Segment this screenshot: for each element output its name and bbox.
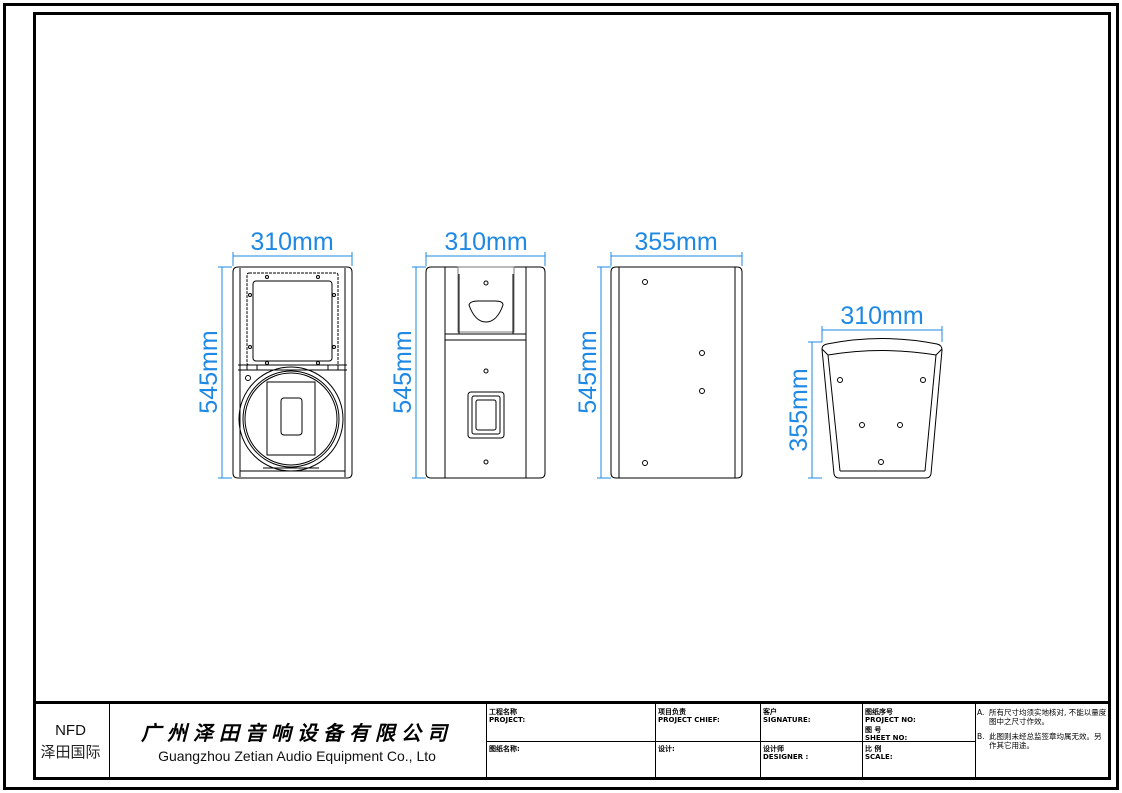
back-height-label: 545mm [389,330,417,413]
company-name-cn: 广州泽田音响设备有限公司 [141,721,453,745]
project-label-en: PROJECT: [489,716,526,724]
drawing-name-field: 图纸名称: [489,745,520,753]
drawing-name-label: 图纸名称: [489,745,520,753]
scale-label-cn: 比 例 [865,745,882,753]
signature-label-en: SIGNATURE: [763,716,811,724]
design-label: 设计: [658,745,675,753]
project-chief-field: 项目负责 PROJECT CHIEF: [658,708,720,724]
project-no-label-cn: 图纸序号 [865,708,893,716]
client-label-cn: 客户 [763,708,777,716]
scale-field: 比 例 SCALE: [865,745,893,761]
top-view [808,326,943,479]
project-field: 工程名称 PROJECT: [489,708,525,724]
sheet-label-cn: 图 号 [865,726,882,734]
designer-label-cn: 设计师 [763,745,784,753]
designer-field: 设计师 DESIGNER : [763,745,808,761]
outer-frame [3,3,1119,790]
brand-cell: NFD 泽田国际 [33,704,108,780]
top-depth-label: 355mm [785,368,813,451]
front-view [218,252,353,479]
note-b: B. 此图则未经总监签章均属无效。另作其它用途。 [977,732,1107,750]
front-width-label: 310mm [250,228,333,256]
project-chief-label-en: PROJECT CHIEF: [658,716,720,724]
sheet-label-en: SHEET NO: [865,734,908,742]
top-width-label: 310mm [840,302,923,330]
title-block: NFD 泽田国际 广州泽田音响设备有限公司 Guangzhou Zetian A… [33,701,1111,780]
back-width-label: 310mm [444,228,527,256]
drawing-frame [33,12,1111,780]
project-no-label-en: PROJECT NO: [865,716,916,724]
scale-label-en: SCALE: [865,753,893,761]
client-field: 客户 SIGNATURE: [763,708,811,724]
note-key: B. [977,732,985,741]
project-chief-label-cn: 项目负责 [658,708,686,716]
designer-label-en: DESIGNER : [763,753,809,761]
note-a: A. 所有尺寸均须实地核对, 不能以量度图中之尺寸作效。 [977,708,1107,726]
front-height-label: 545mm [195,330,223,413]
notes: A. 所有尺寸均须实地核对, 不能以量度图中之尺寸作效。 B. 此图则未经总监签… [977,708,1107,756]
technical-drawing: 310mm 545mm 310mm 545mm [195,228,943,479]
back-view [412,252,546,479]
project-no-field: 图纸序号 PROJECT NO: 图 号 SHEET NO: [865,708,916,742]
note-key: A. [977,708,985,717]
brand-code: NFD [55,722,86,739]
side-view [597,252,743,479]
brand-cn: 泽田国际 [40,743,101,761]
side-depth-label: 545mm [574,330,602,413]
company-cell: 广州泽田音响设备有限公司 Guangzhou Zetian Audio Equi… [109,704,485,780]
company-name-en: Guangzhou Zetian Audio Equipment Co., Lt… [158,748,436,764]
project-label-cn: 工程名称 [489,708,517,716]
note-text: 此图则未经总监签章均属无效。另作其它用途。 [989,732,1102,750]
design-field: 设计: [658,745,675,753]
side-width-label: 355mm [634,228,717,256]
note-text: 所有尺寸均须实地核对, 不能以量度图中之尺寸作效。 [989,708,1107,726]
